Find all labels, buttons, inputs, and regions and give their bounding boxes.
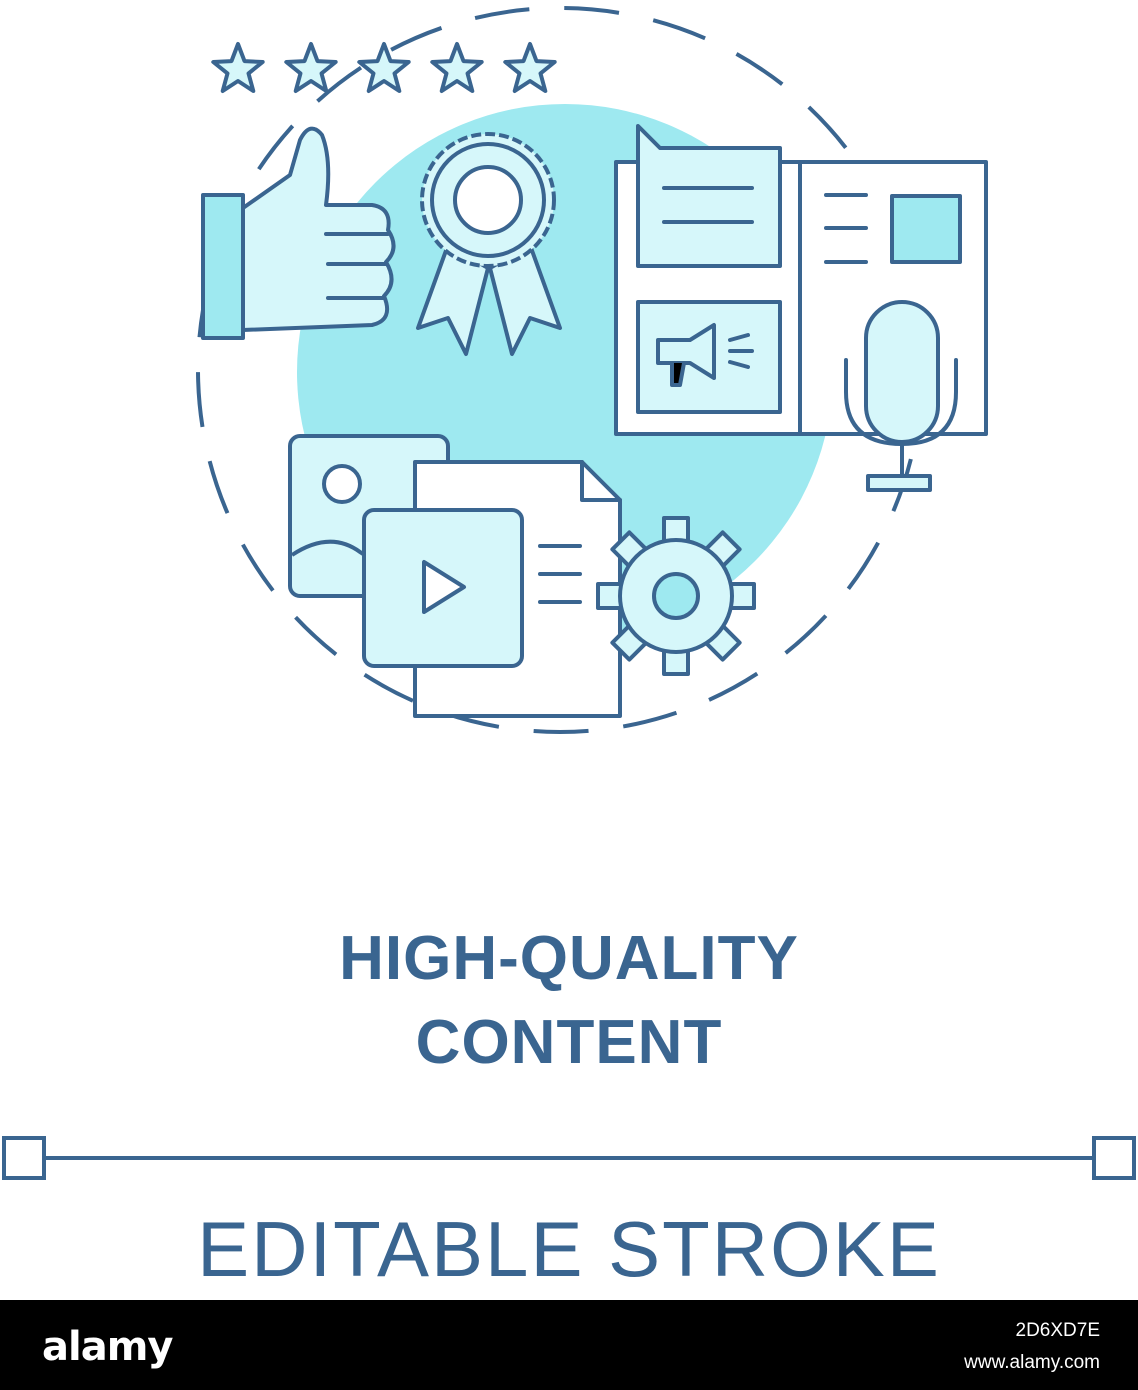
megaphone-icon (636, 300, 782, 414)
title-line-2: CONTENT (415, 1008, 723, 1077)
star-icon (357, 42, 411, 93)
rating-stars (211, 42, 557, 93)
brand-logo: alamy (42, 1324, 173, 1370)
stroke-handle-right[interactable] (1092, 1136, 1136, 1180)
editable-stroke-caption: EDITABLE STROKE (197, 1205, 941, 1293)
chat-bubble-icon (636, 124, 782, 268)
award-ribbon-icon (416, 132, 562, 356)
editable-stroke-bar (2, 1136, 1136, 1180)
footer-banner: alamy 2D6XD7E www.alamy.com (0, 1300, 1138, 1390)
thumbs-up-icon (201, 126, 396, 340)
concept-illustration (196, 6, 988, 734)
stock-id: 2D6XD7E (1015, 1320, 1101, 1341)
star-icon (503, 42, 557, 93)
site-url: www.alamy.com (964, 1352, 1100, 1373)
star-icon (211, 42, 265, 93)
star-icon (284, 42, 338, 93)
title-line-1: HIGH-QUALITY (339, 924, 799, 993)
star-icon (430, 42, 484, 93)
stroke-handle-left[interactable] (2, 1136, 46, 1180)
video-play-icon (362, 508, 524, 668)
microphone-icon (844, 300, 958, 492)
gear-icon (596, 516, 756, 676)
